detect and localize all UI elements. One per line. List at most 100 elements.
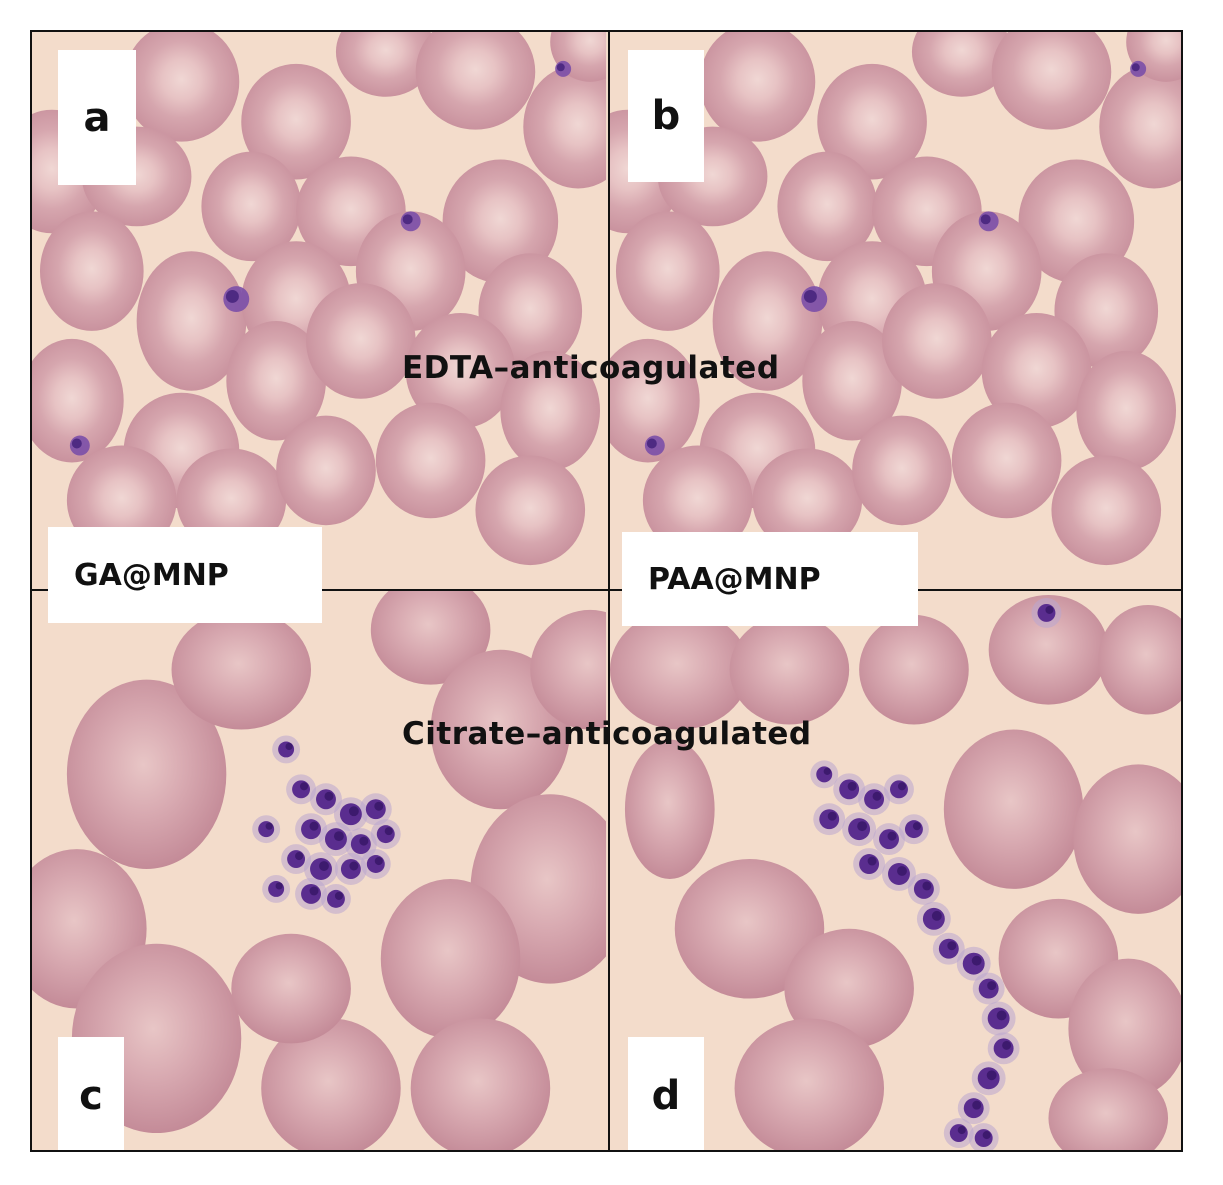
aggregated-platelet (287, 850, 306, 869)
red-blood-cell (943, 729, 1084, 889)
red-blood-cell (817, 63, 927, 180)
red-blood-cell (981, 312, 1092, 429)
red-blood-cell (784, 928, 914, 1049)
red-blood-cell (642, 445, 753, 556)
red-blood-cell (226, 320, 326, 441)
red-blood-cell (410, 1018, 551, 1150)
red-blood-cell (1073, 764, 1181, 914)
platelet-granule (1131, 63, 1140, 72)
platelet-granule (982, 1131, 991, 1140)
red-blood-cell (442, 159, 559, 284)
red-blood-cell (1048, 1068, 1169, 1150)
micrograph-figure: a b c d GA@MNP PAA@MNP EDTA–anticoagulat… (30, 30, 1183, 1152)
red-blood-cell (39, 211, 144, 331)
red-blood-cell (729, 614, 850, 725)
platelet-granule (867, 856, 877, 866)
edta-caption: EDTA–anticoagulated (402, 350, 780, 386)
red-blood-cell (624, 739, 715, 879)
red-blood-cell (1098, 604, 1181, 715)
panel-b-label: b (628, 50, 704, 182)
red-blood-cell (1068, 958, 1181, 1099)
platelet-granule (957, 1126, 966, 1135)
red-blood-cell (712, 251, 823, 391)
panel-a-label: a (58, 50, 136, 185)
platelet-granule (265, 822, 273, 830)
red-blood-cell (176, 448, 287, 553)
aggregated-platelet (268, 880, 285, 897)
platelet-granule (872, 791, 882, 801)
platelet-granule (348, 806, 359, 817)
platelet-granule (947, 941, 957, 951)
platelet-granule (912, 822, 921, 831)
red-blood-cell (752, 448, 863, 553)
paa-mnp-label: PAA@MNP (622, 532, 918, 626)
red-blood-cell (231, 933, 351, 1044)
red-blood-cell (530, 609, 607, 730)
red-blood-cell (241, 63, 351, 180)
red-blood-cell (1018, 159, 1135, 284)
platelet-granule (987, 981, 997, 991)
platelet-granule (556, 63, 565, 72)
platelet-granule (931, 910, 942, 921)
red-blood-cell (852, 415, 952, 526)
red-blood-cell (859, 614, 969, 725)
vertical-divider (608, 32, 610, 1150)
red-blood-cell (734, 1018, 885, 1150)
red-blood-cell (615, 211, 720, 331)
platelet-granule (1002, 1040, 1012, 1050)
platelet-granule (922, 881, 932, 891)
red-blood-cell (699, 32, 816, 142)
platelet-granule (285, 742, 293, 751)
aggregated-platelet (890, 780, 908, 799)
red-blood-cell (405, 312, 516, 429)
red-blood-cell (380, 878, 521, 1039)
red-blood-cell (201, 151, 302, 262)
platelet-granule (646, 438, 657, 449)
aggregated-platelet (1037, 603, 1056, 622)
red-blood-cell (500, 350, 601, 471)
platelet-granule (857, 821, 868, 832)
platelet-granule (1045, 605, 1054, 614)
blood-smear-micrographs (32, 32, 1181, 1150)
platelet-granule (359, 836, 369, 846)
platelet-granule (827, 811, 837, 821)
platelet-granule (374, 856, 383, 866)
red-blood-cell (136, 251, 247, 391)
red-blood-cell (951, 402, 1062, 519)
red-blood-cell (171, 609, 312, 730)
citrate-caption: Citrate–anticoagulated (402, 716, 812, 752)
platelet-granule (309, 886, 319, 896)
platelet-granule (319, 861, 329, 871)
panel-d-cells (609, 594, 1181, 1150)
platelet-granule (349, 861, 359, 871)
red-blood-cell (911, 32, 1012, 97)
red-blood-cell (32, 338, 124, 463)
platelet-granule (225, 289, 239, 303)
red-blood-cell (988, 594, 1109, 705)
platelet-granule (803, 289, 817, 303)
red-blood-cell (674, 859, 825, 999)
red-blood-cell (1051, 455, 1162, 566)
panel-c-cells (32, 589, 607, 1150)
platelet-granule (980, 214, 991, 225)
panel-c-label: c (58, 1037, 124, 1150)
platelet-granule (384, 827, 393, 836)
red-blood-cell (66, 679, 227, 870)
platelet-granule (897, 866, 907, 876)
red-blood-cell (777, 151, 878, 262)
horizontal-divider (32, 589, 1181, 591)
aggregated-platelet (974, 1129, 993, 1148)
panel-a-cells (32, 32, 607, 566)
red-blood-cell (991, 32, 1112, 130)
platelet-granule (374, 801, 384, 811)
red-blood-cell (1099, 64, 1181, 189)
red-blood-cell (335, 32, 436, 97)
red-blood-cell (276, 415, 376, 526)
platelet-granule (897, 782, 907, 791)
aggregated-platelet (278, 741, 295, 758)
aggregated-platelet (816, 766, 833, 783)
platelet-granule (823, 767, 831, 775)
red-blood-cell (1076, 350, 1177, 471)
panel-b-cells (607, 32, 1181, 566)
red-blood-cell (609, 609, 750, 730)
